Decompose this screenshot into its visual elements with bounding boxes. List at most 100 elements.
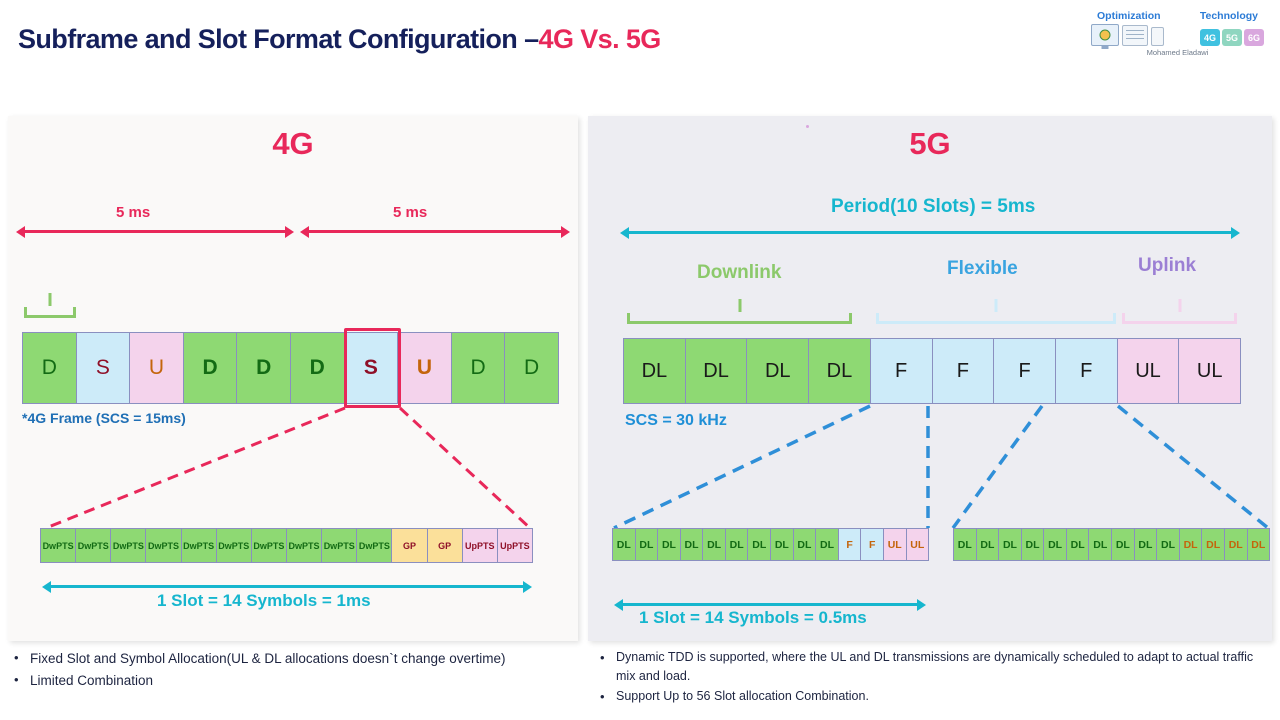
symbol-cell[interactable]: GP xyxy=(392,529,428,562)
arrow-5g-period xyxy=(620,226,1240,239)
subframe-cell[interactable]: D xyxy=(237,333,291,403)
label-group-flexible: Flexible xyxy=(947,258,1018,279)
symbol-cell[interactable]: F xyxy=(838,529,862,560)
symbol-cell[interactable]: DL xyxy=(658,529,681,560)
label-group-uplink: Uplink xyxy=(1138,255,1197,276)
logo-word-optimization: Optimization xyxy=(1097,10,1161,22)
symbol-cell[interactable]: DL xyxy=(1021,529,1045,560)
symbol-cell[interactable]: DL xyxy=(1066,529,1090,560)
symbol-cell[interactable]: DL xyxy=(1134,529,1158,560)
symbol-cell[interactable]: DL xyxy=(613,529,636,560)
symbol-cell[interactable]: DL xyxy=(703,529,726,560)
symbol-cell[interactable]: DwPTS xyxy=(357,529,393,562)
logo-author: Mohamed Eladawi xyxy=(1146,48,1209,57)
symbol-cell[interactable]: DL xyxy=(816,529,839,560)
arrow-4g-half2 xyxy=(300,225,570,238)
symbol-cell[interactable]: UpPTS xyxy=(462,529,498,562)
subframe-cell[interactable]: D xyxy=(290,333,345,403)
subframe-cell[interactable]: U xyxy=(130,333,184,403)
page-title-main: Subframe and Slot Format Configuration – xyxy=(18,24,539,54)
symbol-cell[interactable]: DL xyxy=(1247,529,1270,560)
symbol-cell[interactable]: DL xyxy=(1044,529,1067,560)
monitor-icon xyxy=(1091,24,1119,46)
badge-6g: 6G xyxy=(1244,29,1264,46)
symbol-cell[interactable]: F xyxy=(861,529,884,560)
label-group-downlink: Downlink xyxy=(697,262,782,283)
bullet-text: Dynamic TDD is supported, where the UL a… xyxy=(616,650,1254,683)
symbol-cell[interactable]: DwPTS xyxy=(322,529,358,562)
symbol-cell[interactable]: DL xyxy=(1224,529,1248,560)
symbol-cell[interactable]: DL xyxy=(1179,529,1203,560)
slot-cell[interactable]: DL xyxy=(809,339,871,403)
symbol-cell[interactable]: DL xyxy=(954,529,977,560)
bullet-item: • Limited Combination xyxy=(14,670,574,691)
subframe-cell[interactable]: D xyxy=(505,333,558,403)
page-title-accent: 4G Vs. 5G xyxy=(538,24,662,54)
arrow-4g-half1 xyxy=(16,225,294,238)
bullet-item: •Support Up to 56 Slot allocation Combin… xyxy=(600,687,1260,707)
generation-badges: 4G 5G 6G xyxy=(1200,29,1264,46)
symbol-cell[interactable]: DL xyxy=(1202,529,1225,560)
brace-5g-flexible xyxy=(876,299,1116,324)
bullet-text: Support Up to 56 Slot allocation Combina… xyxy=(616,689,869,703)
bullet-item: •Dynamic TDD is supported, where the UL … xyxy=(600,648,1260,686)
label-4g-slot: 1 Slot = 14 Symbols = 1ms xyxy=(157,591,371,610)
symbol-cell[interactable]: GP xyxy=(427,529,463,562)
subframe-cell[interactable]: D xyxy=(451,333,506,403)
symbol-cell[interactable]: UL xyxy=(883,529,907,560)
symbol-cell[interactable]: DwPTS xyxy=(41,529,77,562)
symbol-cell[interactable]: DL xyxy=(1089,529,1113,560)
symbol-cell[interactable]: DL xyxy=(976,529,1000,560)
subframe-cell[interactable]: D xyxy=(23,333,77,403)
slot-cell[interactable]: F xyxy=(932,339,995,403)
symbol-cell[interactable]: DL xyxy=(999,529,1022,560)
symbol-cell[interactable]: DL xyxy=(725,529,749,560)
symbol-cell[interactable]: UpPTS xyxy=(497,529,532,562)
bullets-5g: •Dynamic TDD is supported, where the UL … xyxy=(600,648,1260,708)
slot-cell[interactable]: UL xyxy=(1117,339,1180,403)
subframe-cell[interactable]: S xyxy=(76,333,131,403)
slot-cell[interactable]: F xyxy=(870,339,933,403)
symbol-cell[interactable]: DwPTS xyxy=(251,529,287,562)
bullet-marker-icon: • xyxy=(14,650,19,665)
symbol-cell[interactable]: DL xyxy=(748,529,772,560)
symbol-cell[interactable]: DL xyxy=(1157,529,1180,560)
symbol-cell[interactable]: DL xyxy=(635,529,659,560)
brace-4g-subframe xyxy=(24,293,76,318)
logo-word-technology: Technology xyxy=(1199,10,1258,22)
slot-cell[interactable]: DL xyxy=(685,339,748,403)
symbol-cell[interactable]: DL xyxy=(680,529,704,560)
symbol-cell[interactable]: DL xyxy=(1112,529,1135,560)
subframe-cell[interactable]: S xyxy=(344,333,399,403)
symbol-cell[interactable]: DwPTS xyxy=(111,529,147,562)
label-4g-half2: 5 ms xyxy=(393,204,428,221)
brand-logo: Optimization Technology 4G 5G 6G Mohamed… xyxy=(1085,10,1270,80)
symbol-cell[interactable]: DwPTS xyxy=(181,529,217,562)
label-5g-period: Period(10 Slots) = 5ms xyxy=(831,196,1036,217)
subframe-cell[interactable]: D xyxy=(183,333,238,403)
bullet-text: Limited Combination xyxy=(30,673,154,688)
symbol-cell[interactable]: DwPTS xyxy=(76,529,112,562)
slot-cell[interactable]: F xyxy=(1055,339,1118,403)
slot-cell[interactable]: UL xyxy=(1179,339,1241,403)
badge-4g: 4G xyxy=(1200,29,1220,46)
slot-cell[interactable]: DL xyxy=(747,339,810,403)
slot-cell[interactable]: F xyxy=(994,339,1056,403)
slot-cell[interactable]: DL xyxy=(624,339,686,403)
symbol-cell[interactable]: DL xyxy=(771,529,794,560)
symbol-cell[interactable]: UL xyxy=(906,529,929,560)
server-icon xyxy=(1151,27,1164,46)
symbol-cell[interactable]: DL xyxy=(793,529,817,560)
panel-5g-title: 5G xyxy=(909,126,951,161)
symbol-cell[interactable]: DwPTS xyxy=(286,529,323,562)
page-title: Subframe and Slot Format Configuration –… xyxy=(18,24,661,55)
decorative-dot xyxy=(806,125,809,128)
bullet-marker-icon: • xyxy=(14,672,19,687)
badge-5g: 5G xyxy=(1222,29,1242,46)
subframe-cell[interactable]: U xyxy=(398,333,452,403)
symbol-cell[interactable]: DwPTS xyxy=(146,529,182,562)
symbol-cell[interactable]: DwPTS xyxy=(216,529,252,562)
